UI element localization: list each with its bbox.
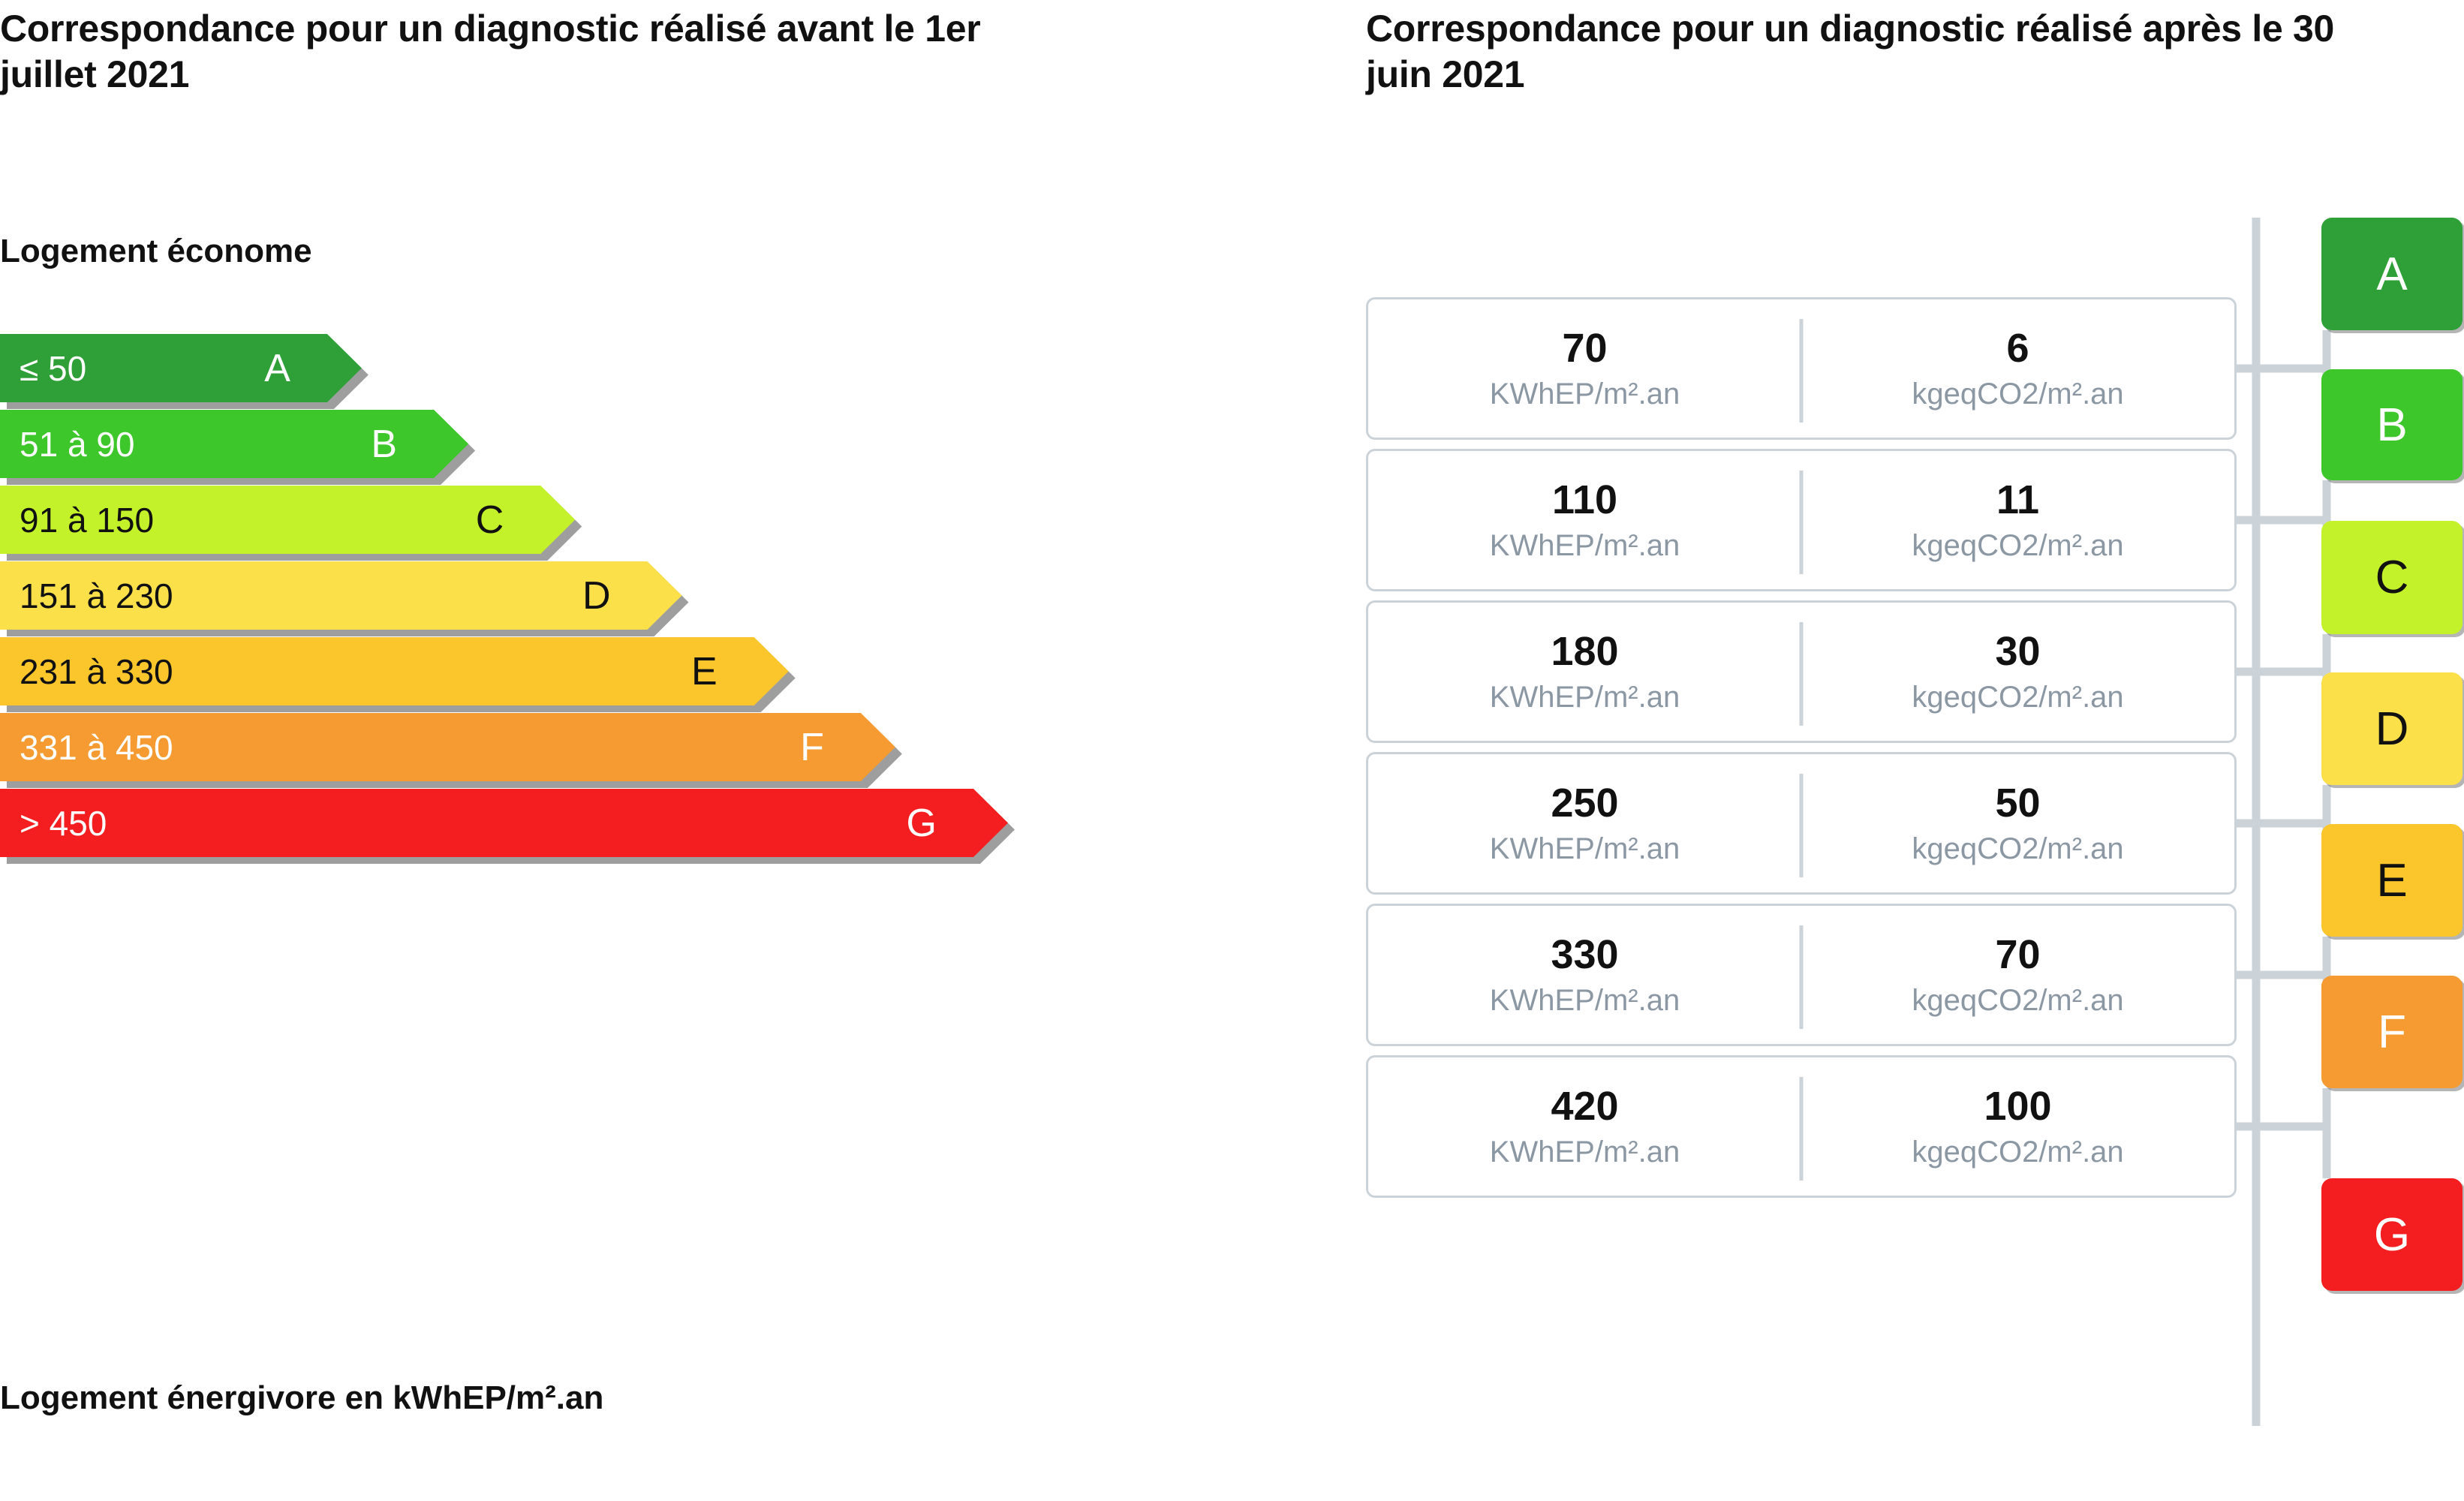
energy-cell: 330 KWhEP/m².an: [1368, 934, 1801, 1015]
grade-badge-d: D: [2321, 672, 2462, 785]
value-box: 110 KWhEP/m².an 11 kgeqCO2/m².an: [1366, 449, 2237, 591]
energy-cell: 110 KWhEP/m².an: [1368, 480, 1801, 561]
scale-bar-d: 151 à 230 D: [0, 561, 682, 630]
energy-value: 330: [1551, 932, 1619, 977]
carbon-value: 30: [1995, 629, 2041, 674]
value-box: 330 KWhEP/m².an 70 kgeqCO2/m².an: [1366, 904, 2237, 1046]
scale-bar-f: 331 à 450 F: [0, 713, 895, 781]
grade-badge-letter: F: [2378, 1006, 2406, 1058]
energy-cell: 420 KWhEP/m².an: [1368, 1086, 1801, 1167]
carbon-unit: kgeqCO2/m².an: [1912, 1136, 2124, 1169]
value-box: 250 KWhEP/m².an 50 kgeqCO2/m².an: [1366, 752, 2237, 895]
energy-unit: KWhEP/m².an: [1489, 681, 1680, 714]
grade-badge-g: G: [2321, 1178, 2462, 1291]
scale-letter-label: G: [906, 801, 937, 845]
scale-row: 51 à 90 B: [0, 410, 1186, 478]
scale-letter-label: B: [371, 422, 398, 466]
scale-letter-label: F: [800, 725, 824, 769]
value-box-divider: [1799, 471, 1804, 574]
grade-badge-letter: B: [2376, 399, 2408, 451]
grade-badge-f: F: [2321, 976, 2462, 1088]
energy-unit: KWhEP/m².an: [1489, 984, 1680, 1017]
carbon-value: 70: [1995, 932, 2041, 977]
value-box-divider: [1799, 774, 1804, 877]
carbon-value: 50: [1995, 781, 2041, 826]
value-box-divider: [1799, 925, 1804, 1029]
carbon-value: 11: [1996, 477, 2040, 522]
scale-bar-c: 91 à 150 C: [0, 486, 575, 554]
grade-badge-a: A: [2321, 218, 2462, 330]
scale-range-label: ≤ 50: [20, 348, 87, 388]
scale-range-label: 231 à 330: [20, 651, 173, 691]
carbon-cell: 100 kgeqCO2/m².an: [1801, 1086, 2234, 1167]
energy-unit: KWhEP/m².an: [1489, 832, 1680, 865]
carbon-cell: 11 kgeqCO2/m².an: [1801, 480, 2234, 561]
legend-economical-label: Logement économe: [0, 233, 312, 269]
energy-cell: 250 KWhEP/m².an: [1368, 783, 1801, 864]
left-panel-title: Correspondance pour un diagnostic réalis…: [0, 8, 981, 95]
grade-badge-letter: C: [2375, 552, 2409, 603]
scale-range-label: > 450: [20, 803, 107, 843]
scale-bar-g: > 450 G: [0, 789, 1008, 857]
value-box-divider: [1799, 622, 1804, 726]
energy-cell: 70 KWhEP/m².an: [1368, 328, 1801, 409]
scale-row: 331 à 450 F: [0, 713, 1186, 781]
energy-cell: 180 KWhEP/m².an: [1368, 631, 1801, 712]
energy-value: 420: [1551, 1084, 1619, 1129]
carbon-unit: kgeqCO2/m².an: [1912, 832, 2124, 865]
scale-bar-a: ≤ 50 A: [0, 334, 362, 402]
energy-value: 250: [1551, 781, 1619, 826]
grade-badge-b: B: [2321, 369, 2462, 480]
carbon-value: 6: [2006, 326, 2029, 371]
carbon-cell: 6 kgeqCO2/m².an: [1801, 328, 2234, 409]
grade-badge-c: C: [2321, 521, 2462, 634]
value-box-divider: [1799, 1077, 1804, 1181]
left-panel: Correspondance pour un diagnostic réalis…: [0, 0, 1201, 1501]
scale-bar-e: 231 à 330 E: [0, 637, 789, 705]
scale-range-label: 331 à 450: [20, 727, 173, 767]
carbon-unit: kgeqCO2/m².an: [1912, 984, 2124, 1017]
scale-row: ≤ 50 A: [0, 334, 1186, 402]
scale-range-label: 51 à 90: [20, 424, 135, 464]
value-box: 420 KWhEP/m².an 100 kgeqCO2/m².an: [1366, 1055, 2237, 1198]
legend-energy-guzzler-label: Logement énergivore en kWhEP/m².an: [0, 1379, 604, 1416]
grade-badge-e: E: [2321, 824, 2462, 937]
right-panel-title: Correspondance pour un diagnostic réalis…: [1366, 8, 2335, 95]
value-box: 70 KWhEP/m².an 6 kgeqCO2/m².an: [1366, 297, 2237, 440]
scale-letter-label: C: [475, 498, 504, 542]
energy-unit: KWhEP/m².an: [1489, 529, 1680, 562]
value-box-divider: [1799, 319, 1804, 423]
grade-badge-letter: A: [2376, 248, 2408, 300]
scale-range-label: 91 à 150: [20, 500, 155, 540]
energy-value: 70: [1562, 326, 1608, 371]
scale-row: 151 à 230 D: [0, 561, 1186, 630]
energy-unit: KWhEP/m².an: [1489, 1136, 1680, 1169]
energy-value: 110: [1551, 477, 1618, 522]
scale-range-label: 151 à 230: [20, 576, 173, 615]
energy-value: 180: [1551, 629, 1619, 674]
scale-bar-b: 51 à 90 B: [0, 410, 468, 478]
carbon-value: 100: [1984, 1084, 2052, 1129]
carbon-unit: kgeqCO2/m².an: [1912, 378, 2124, 411]
energy-scale: ≤ 50 A 51 à 90 B 91 à 150: [0, 334, 1186, 865]
carbon-cell: 50 kgeqCO2/m².an: [1801, 783, 2234, 864]
scale-letter-label: D: [582, 573, 611, 618]
carbon-cell: 30 kgeqCO2/m².an: [1801, 631, 2234, 712]
scale-row: > 450 G: [0, 789, 1186, 857]
grade-badge-letter: G: [2373, 1208, 2411, 1261]
value-box-column: 70 KWhEP/m².an 6 kgeqCO2/m².an 110 KWhEP…: [1366, 297, 2237, 1207]
value-box: 180 KWhEP/m².an 30 kgeqCO2/m².an: [1366, 600, 2237, 743]
grade-badge-letter: D: [2375, 702, 2409, 755]
carbon-unit: kgeqCO2/m².an: [1912, 681, 2124, 714]
grade-badge-column: A B C D E F G: [2321, 0, 2464, 1501]
energy-unit: KWhEP/m².an: [1489, 378, 1680, 411]
scale-row: 91 à 150 C: [0, 486, 1186, 554]
carbon-unit: kgeqCO2/m².an: [1912, 529, 2124, 562]
scale-row: 231 à 330 E: [0, 637, 1186, 705]
right-panel: Correspondance pour un diagnostic réalis…: [1366, 0, 2464, 1501]
scale-letter-label: E: [691, 649, 718, 693]
carbon-cell: 70 kgeqCO2/m².an: [1801, 934, 2234, 1015]
grade-badge-letter: E: [2376, 854, 2408, 907]
scale-letter-label: A: [264, 346, 290, 390]
